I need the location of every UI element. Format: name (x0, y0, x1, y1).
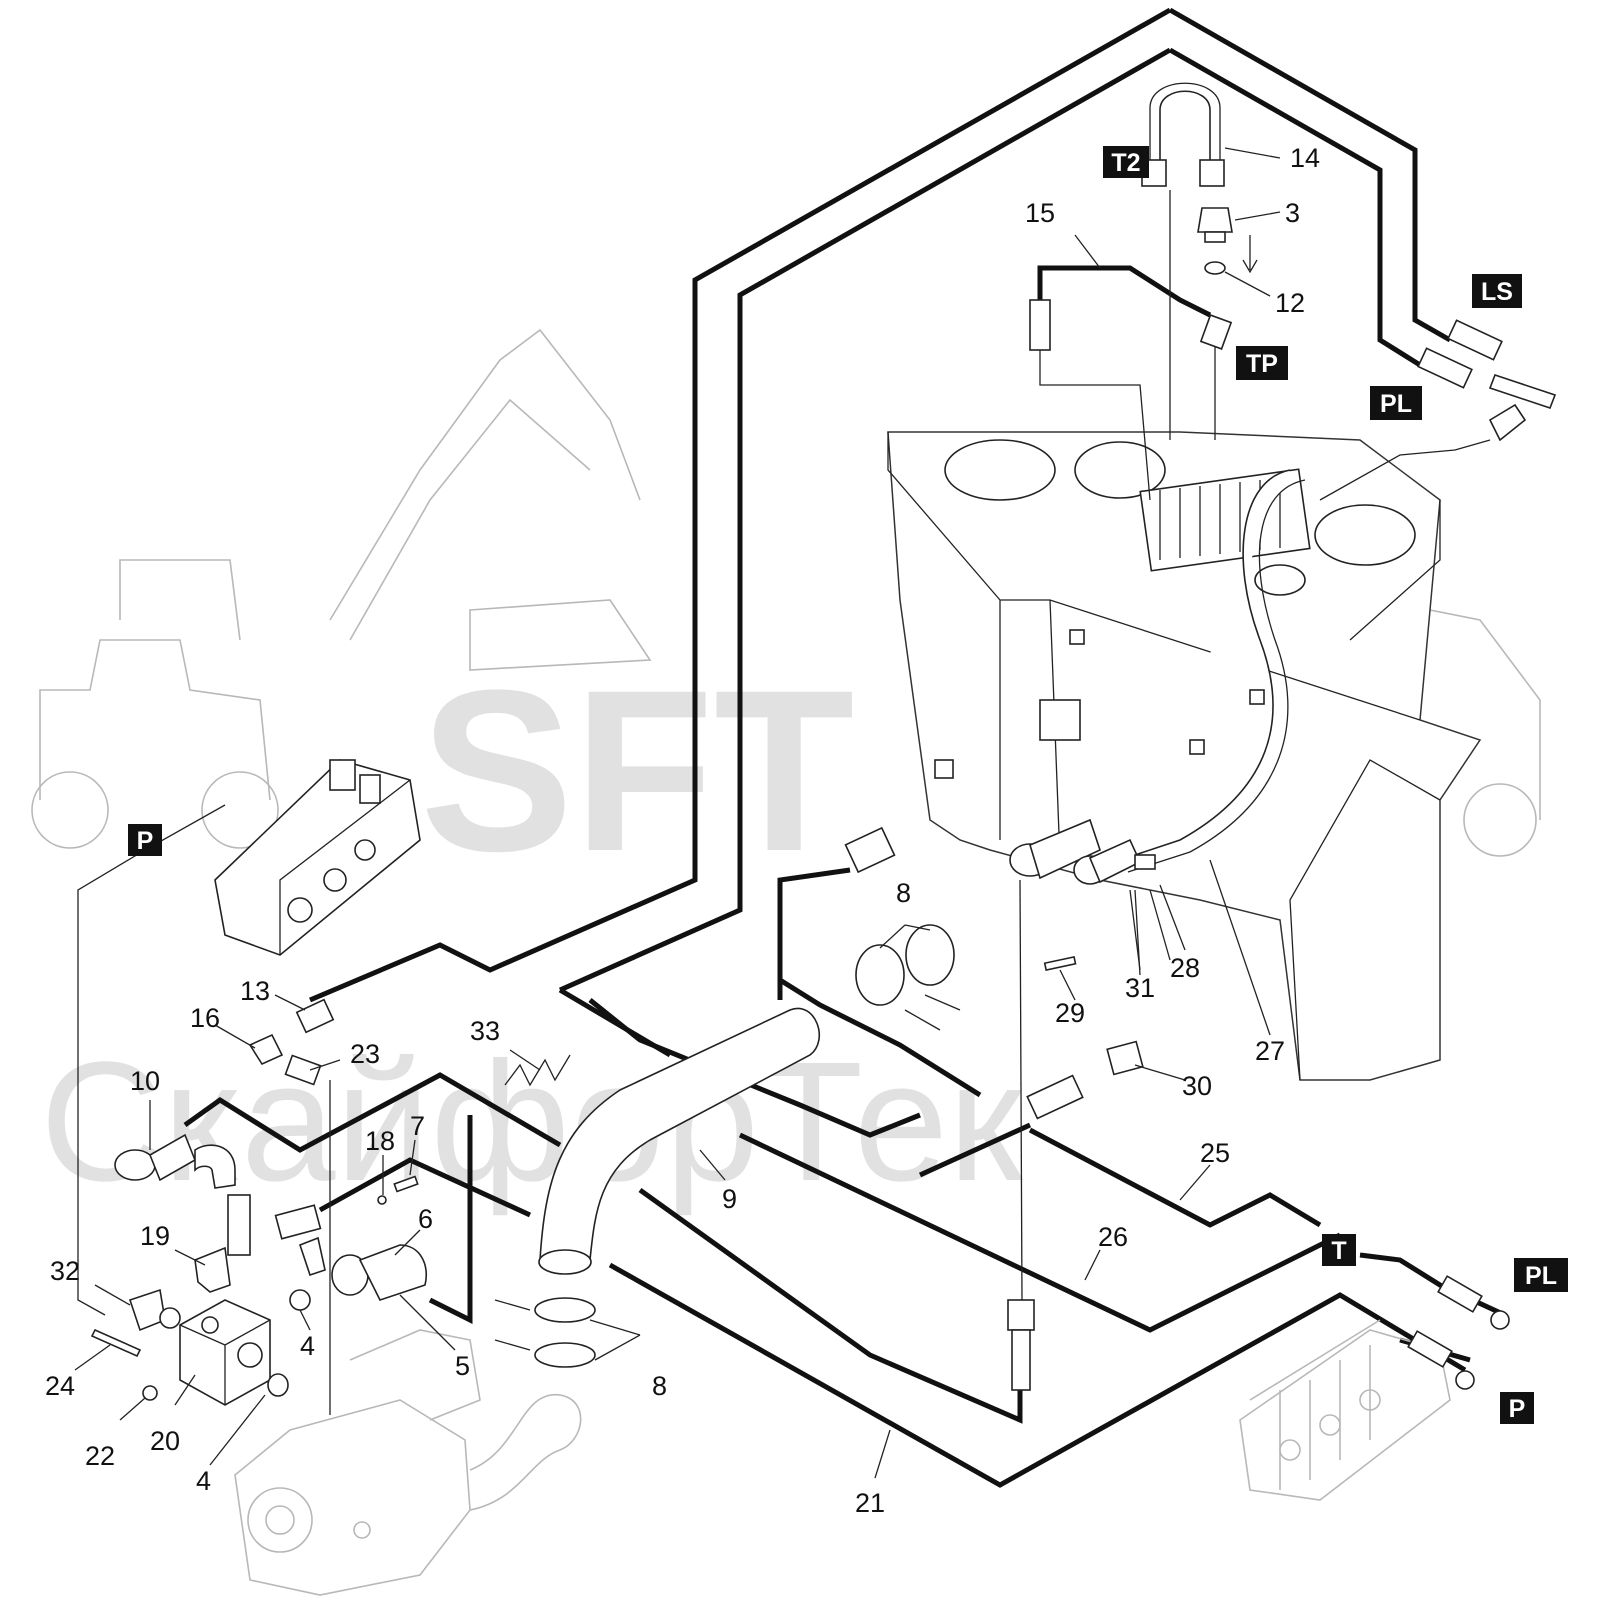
callout-8-bottom: 8 (652, 1371, 667, 1401)
tag-PL-bottom: PL (1514, 1258, 1568, 1292)
top-hose-assembly (1029, 82, 1258, 501)
svg-text:T2: T2 (1111, 149, 1140, 177)
callout-30: 30 (1182, 1071, 1212, 1101)
callout-10: 10 (130, 1066, 160, 1096)
tank-frame-assembly (887, 431, 1482, 1081)
callout-16: 16 (190, 1003, 220, 1033)
callout-28: 28 (1170, 953, 1200, 983)
svg-text:PL: PL (1380, 390, 1412, 418)
tag-TP: TP (1236, 346, 1288, 380)
hydraulic-pump (234, 1329, 582, 1596)
tag-P-bottom: P (1500, 1392, 1534, 1424)
callout-4-lower: 4 (196, 1466, 211, 1496)
callout-22: 22 (85, 1441, 115, 1471)
callout-8-top: 8 (896, 878, 911, 908)
callout-21: 21 (855, 1488, 885, 1518)
tag-LS: LS (1472, 274, 1522, 308)
callout-24: 24 (45, 1371, 75, 1401)
callout-4-upper: 4 (300, 1331, 315, 1361)
callout-9: 9 (722, 1184, 737, 1214)
callout-27: 27 (1255, 1036, 1285, 1066)
callout-18: 18 (365, 1126, 395, 1156)
tag-T2: T2 (1103, 146, 1149, 178)
callout-6: 6 (418, 1204, 433, 1234)
suction-hose-9 (538, 1007, 821, 1275)
callout-3: 3 (1285, 198, 1300, 228)
callout-32: 32 (50, 1256, 80, 1286)
svg-text:TP: TP (1246, 350, 1278, 378)
ls-pl-fittings (1168, 7, 1557, 501)
control-valve-bank (1239, 1275, 1510, 1501)
hose-routes (183, 7, 1507, 1488)
left-parts (77, 759, 571, 1415)
svg-text:T: T (1331, 1237, 1346, 1265)
callout-23: 23 (350, 1039, 380, 1069)
watermark-cyrillic: СкайфорТек (40, 1027, 1024, 1217)
callout-26: 26 (1098, 1222, 1128, 1252)
callout-12: 12 (1275, 288, 1305, 318)
watermark-latin: SFT (420, 642, 854, 899)
callout-15: 15 (1025, 198, 1055, 228)
callout-numbers: 14 3 15 12 8 13 16 23 33 10 18 7 6 19 32… (45, 143, 1320, 1518)
callout-31: 31 (1125, 973, 1155, 1003)
callout-19: 19 (140, 1221, 170, 1251)
svg-text:PL: PL (1525, 1262, 1557, 1290)
callout-5: 5 (455, 1351, 470, 1381)
tag-T-bottom: T (1322, 1234, 1356, 1266)
svg-text:P: P (137, 827, 154, 855)
svg-text:P: P (1509, 1395, 1526, 1423)
hose-clamps (494, 924, 961, 1368)
tag-P-left: P (128, 824, 162, 856)
callout-33: 33 (470, 1016, 500, 1046)
callout-29: 29 (1055, 998, 1085, 1028)
callout-13: 13 (240, 976, 270, 1006)
callout-14: 14 (1290, 143, 1320, 173)
svg-text:LS: LS (1481, 278, 1513, 306)
tag-PL-top: PL (1370, 386, 1422, 420)
callout-20: 20 (150, 1426, 180, 1456)
callout-leaders (74, 147, 1281, 1479)
callout-25: 25 (1200, 1138, 1230, 1168)
callout-7: 7 (410, 1111, 425, 1141)
